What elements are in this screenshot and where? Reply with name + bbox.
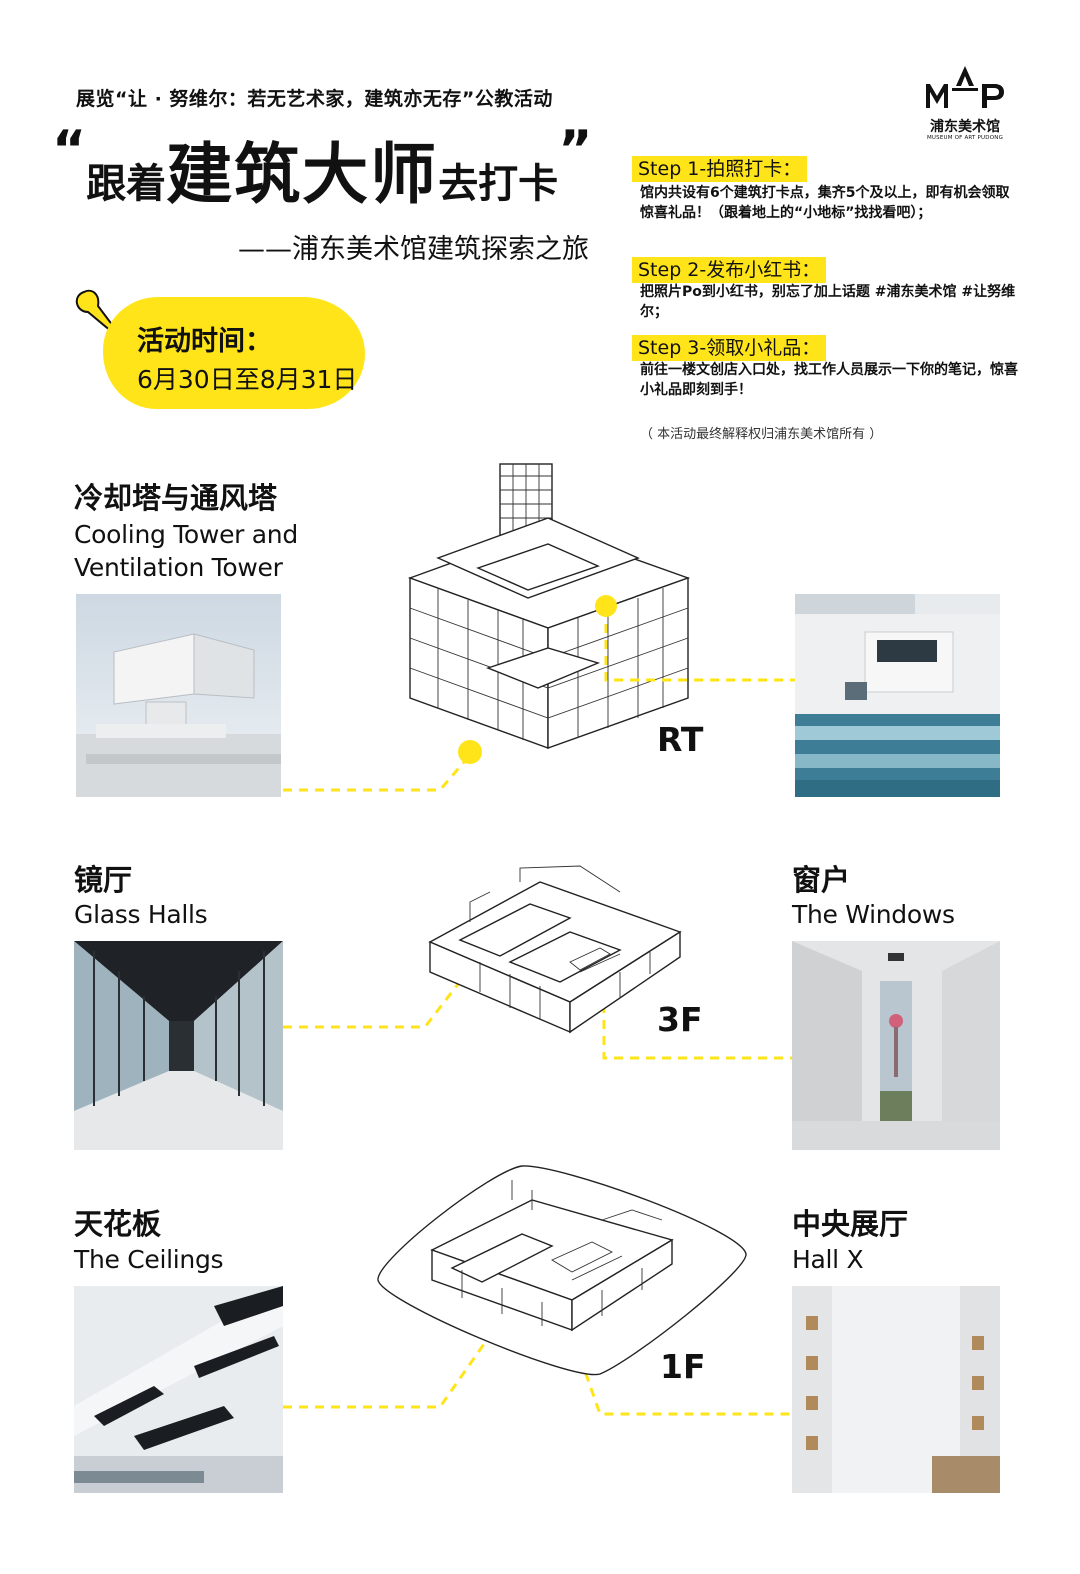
floor-label-rt: RT bbox=[657, 720, 704, 759]
headline-part2: 建筑大师 bbox=[166, 136, 439, 213]
spot-windows-cn: 窗户 bbox=[792, 863, 851, 897]
hall-x-photo bbox=[792, 1286, 1000, 1493]
spot-cooling-tower-en2: Ventilation Tower bbox=[74, 553, 283, 582]
spot-ceilings-cn: 天花板 bbox=[74, 1207, 162, 1241]
headline-open-quote: “ bbox=[52, 120, 87, 180]
spot-ceilings-en: The Ceilings bbox=[74, 1245, 224, 1274]
step-2-title: Step 2-发布小红书： bbox=[632, 257, 827, 283]
connector-cooling-tower bbox=[283, 754, 472, 792]
floor-label-1f: 1F bbox=[660, 1347, 706, 1386]
roof-terrace-photo bbox=[795, 594, 1000, 797]
headline-close-quote: ” bbox=[558, 120, 593, 180]
cooling-tower-photo bbox=[76, 594, 281, 797]
step-1-title: Step 1-拍照打卡： bbox=[632, 156, 808, 182]
event-time-label: 活动时间： bbox=[137, 326, 272, 357]
event-time-value: 6月30日至8月31日 bbox=[137, 365, 358, 394]
spot-hall-x-en: Hall X bbox=[792, 1245, 864, 1274]
spot-glass-halls-en: Glass Halls bbox=[74, 900, 208, 929]
event-time-badge bbox=[103, 297, 365, 409]
spot-cooling-tower-cn: 冷却塔与通风塔 bbox=[74, 481, 278, 515]
third-floor-axonometric-sketch bbox=[428, 865, 682, 1034]
floor-label-3f: 3F bbox=[657, 1000, 703, 1039]
map-logo-icon bbox=[926, 66, 1004, 108]
step-1-text: 馆内共设有6个建筑打卡点，集齐5个及以上，即有机会领取惊喜礼品！（跟着地上的“小… bbox=[640, 185, 1010, 221]
spot-glass-halls-cn: 镜厅 bbox=[74, 863, 133, 897]
rooftop-axonometric-sketch bbox=[407, 463, 691, 749]
headline-part1: 跟着 bbox=[86, 161, 167, 207]
glass-halls-photo bbox=[74, 941, 283, 1150]
event-subtitle: 展览“让 · 努维尔：若无艺术家，建筑亦无存”公教活动 bbox=[76, 88, 553, 110]
tagline: ——浦东美术馆建筑探索之旅 bbox=[238, 234, 589, 265]
disclaimer-note: （ 本活动最终解释权归浦东美术馆所有 ） bbox=[640, 427, 883, 442]
spot-cooling-tower-en1: Cooling Tower and bbox=[74, 520, 298, 549]
headline-part3: 去打卡 bbox=[438, 161, 559, 207]
step-3-title: Step 3-领取小礼品： bbox=[632, 335, 827, 361]
step-2-text: 把照片Po到小红书，别忘了加上话题 #浦东美术馆 #让努维尔； bbox=[640, 284, 1016, 320]
logo-name: 浦东美术馆 bbox=[930, 119, 1000, 135]
headline: “跟着建筑大师去打卡” bbox=[52, 124, 592, 208]
windows-photo bbox=[792, 941, 1000, 1150]
museum-logo: 浦东美术馆 MUSEUM OF ART PUDONG bbox=[922, 64, 1008, 146]
logo-subtitle: MUSEUM OF ART PUDONG bbox=[926, 135, 1004, 141]
spot-windows-en: The Windows bbox=[792, 900, 955, 929]
step-3-text: 前往一楼文创店入口处，找工作人员展示一下你的笔记，惊喜小礼品即刻到手！ bbox=[640, 362, 1018, 398]
spot-hall-x-cn: 中央展厅 bbox=[792, 1207, 909, 1241]
ceilings-photo bbox=[74, 1286, 283, 1493]
first-floor-axonometric-sketch bbox=[377, 1165, 747, 1376]
